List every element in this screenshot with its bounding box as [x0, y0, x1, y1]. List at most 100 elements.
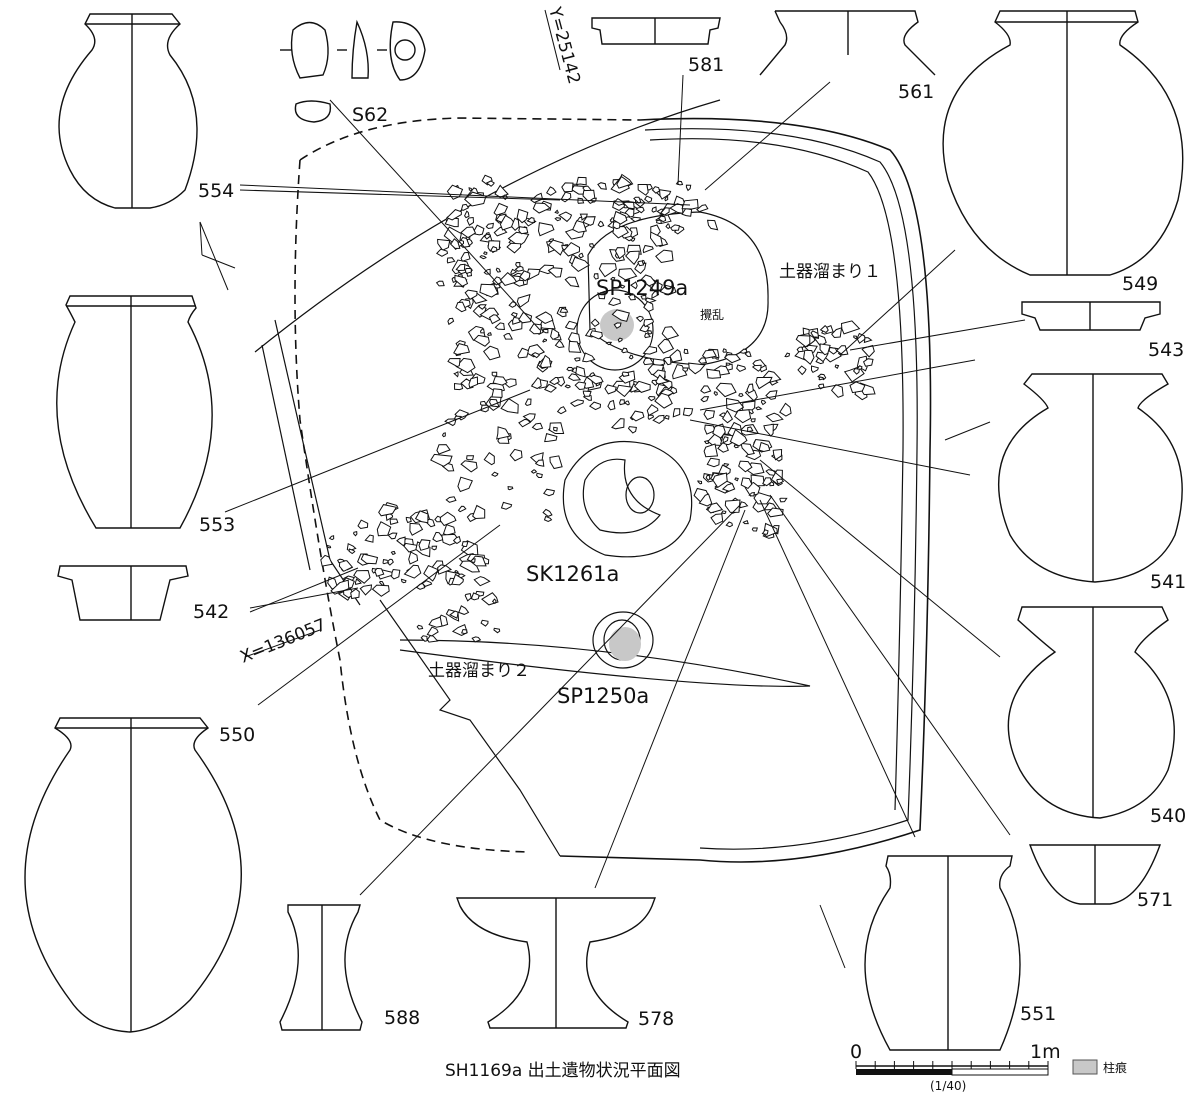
- vessel-543: [1021, 301, 1161, 331]
- sherd: [588, 372, 596, 378]
- sherd: [739, 501, 749, 509]
- sherd: [435, 248, 449, 257]
- sherd: [616, 175, 633, 189]
- sherd: [426, 634, 439, 643]
- sherd: [387, 532, 398, 540]
- sherd: [409, 522, 424, 536]
- sherd: [493, 202, 509, 216]
- sherd: [544, 432, 558, 443]
- sherd: [672, 408, 681, 418]
- sherd: [765, 412, 784, 423]
- sherd: [495, 267, 502, 273]
- sherd: [447, 317, 455, 326]
- vessel-553: [56, 295, 213, 529]
- label-disturbance: 攪乱: [700, 308, 724, 322]
- sherd: [471, 636, 482, 643]
- sherd: [738, 348, 747, 354]
- sherd: [659, 189, 672, 200]
- sherd: [643, 318, 655, 328]
- floor-step: [379, 599, 561, 857]
- sherd: [518, 418, 532, 428]
- label-561: 561: [898, 81, 934, 103]
- sherd: [642, 357, 655, 366]
- pit-sk1261a: [562, 441, 693, 558]
- sherd: [480, 619, 489, 627]
- sherd: [582, 390, 592, 397]
- sherd: [669, 349, 683, 363]
- sherd: [644, 332, 651, 339]
- pit-sp1250a: [592, 611, 654, 669]
- sherd: [670, 224, 680, 231]
- sherd: [515, 261, 521, 268]
- sherd: [657, 338, 675, 354]
- sherd: [629, 216, 641, 223]
- sherd: [654, 392, 673, 409]
- sherd: [364, 534, 374, 543]
- sherd: [479, 283, 499, 298]
- sherd: [530, 376, 542, 390]
- label-sk1261a: SK1261a: [526, 562, 619, 586]
- sherd: [706, 219, 719, 231]
- sherd: [458, 605, 470, 615]
- sherd: [863, 337, 873, 344]
- sherd: [681, 198, 699, 210]
- sherd: [621, 371, 630, 377]
- sherd: [469, 558, 476, 564]
- sherd: [762, 477, 773, 487]
- sherd: [390, 550, 396, 556]
- sherd: [598, 263, 617, 278]
- sherd: [615, 384, 634, 398]
- sherd: [758, 441, 771, 453]
- sherd: [514, 265, 524, 272]
- sherd: [574, 381, 587, 391]
- sherd: [540, 354, 552, 369]
- sherd: [627, 426, 637, 434]
- sherd: [444, 217, 459, 228]
- sherd: [589, 330, 603, 340]
- sherd: [441, 432, 446, 438]
- leader-lines: [199, 9, 1026, 969]
- sherd: [531, 352, 540, 359]
- sherd: [414, 510, 429, 524]
- sherd: [357, 519, 369, 530]
- sherd: [710, 513, 724, 526]
- sherd: [655, 249, 674, 264]
- sherd: [408, 551, 419, 565]
- sherd: [374, 567, 385, 577]
- sherd: [568, 340, 582, 353]
- sherd: [579, 213, 588, 221]
- sherd: [746, 383, 754, 394]
- sherd: [637, 184, 649, 196]
- sherd: [590, 318, 600, 328]
- sherd: [519, 270, 531, 282]
- sherd: [454, 274, 469, 287]
- label-541: 541: [1150, 571, 1186, 593]
- scale-bar: 0 1m (1/40): [850, 1041, 1061, 1093]
- sherd: [646, 404, 659, 417]
- sherd: [485, 180, 495, 187]
- sherd: [559, 307, 569, 313]
- sherd: [628, 294, 636, 301]
- sherd: [700, 396, 710, 403]
- sherd: [554, 209, 559, 214]
- sherd: [473, 334, 490, 347]
- sherd: [435, 280, 445, 287]
- sherd: [348, 548, 356, 555]
- pit-wall-inner-1: [644, 128, 918, 850]
- sherd: [582, 352, 596, 363]
- sherd: [466, 216, 475, 226]
- sherd: [434, 515, 441, 523]
- sherd: [328, 535, 335, 541]
- label-550: 550: [219, 724, 255, 746]
- sherd: [460, 460, 478, 473]
- sherd: [485, 222, 495, 230]
- sherd-scatter: [320, 173, 876, 643]
- sherd: [432, 531, 445, 543]
- sherd: [403, 564, 422, 579]
- sherd: [486, 332, 492, 336]
- sherd: [337, 558, 345, 564]
- sherd: [325, 544, 332, 549]
- sherd: [605, 341, 613, 346]
- sherd: [560, 191, 572, 203]
- sherd: [491, 371, 498, 377]
